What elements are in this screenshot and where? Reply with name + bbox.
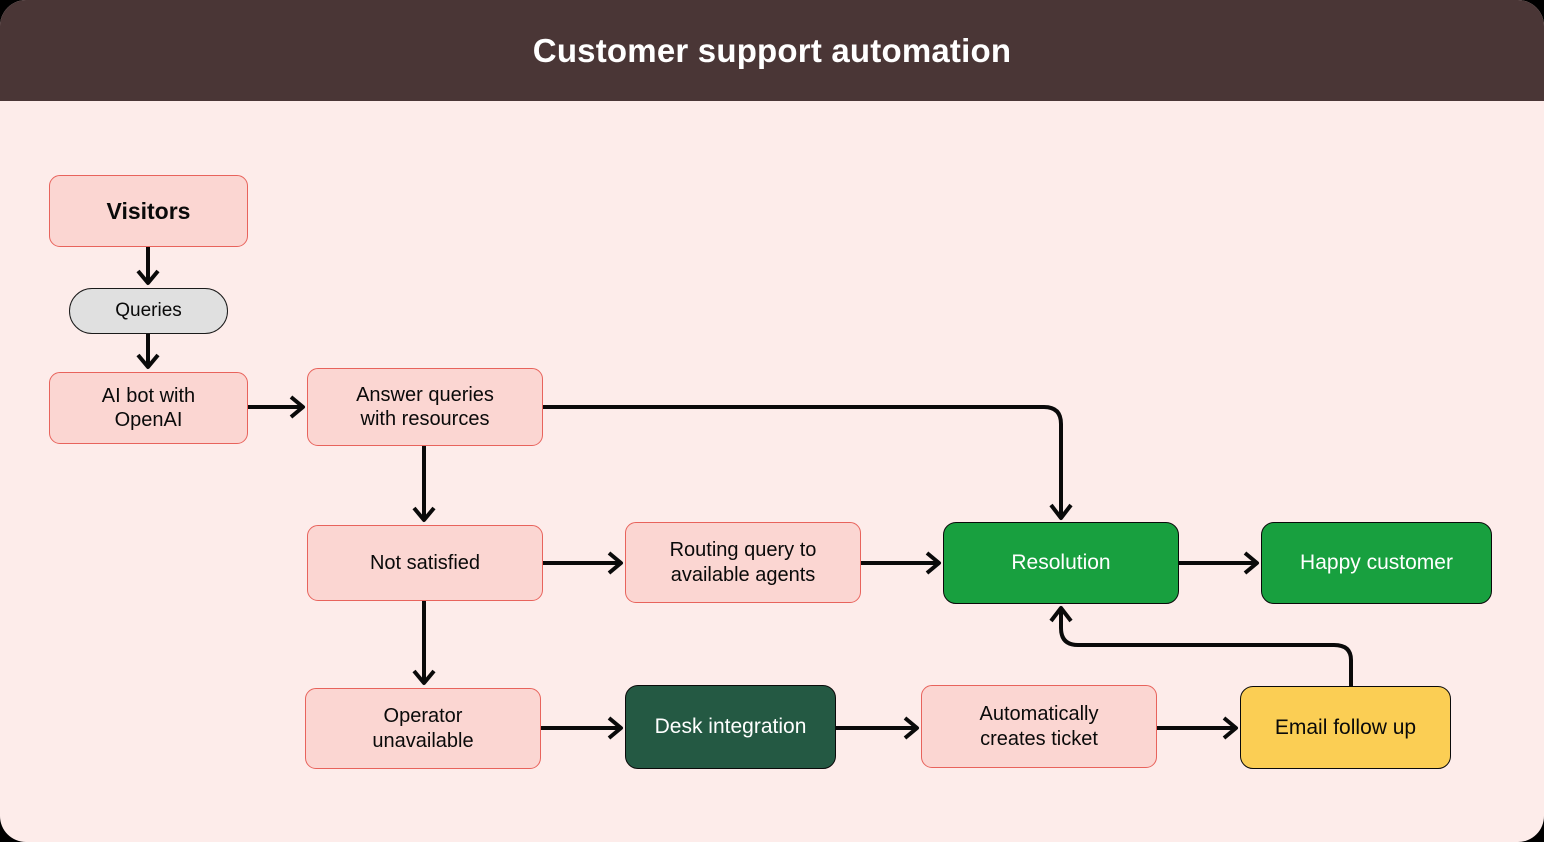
node-not-satisfied[interactable]: Not satisfied [307, 525, 543, 601]
node-answer-queries[interactable]: Answer queries with resources [307, 368, 543, 446]
arrowhead-answer-resolution [1049, 503, 1073, 520]
node-ai-bot[interactable]: AI bot with OpenAI [49, 372, 248, 444]
edge-layer [136, 247, 1353, 740]
node-desk-label: Desk integration [654, 715, 807, 739]
arrowhead-notsatisfied-operator [412, 669, 436, 685]
arrowhead-notsatisfied-routing [607, 551, 623, 575]
node-desk[interactable]: Desk integration [625, 685, 836, 769]
node-routing-query-label: Routing query to available agents [669, 539, 817, 586]
node-answer-queries-label: Answer queries with resources [356, 383, 494, 430]
node-operator[interactable]: Operator unavailable [305, 688, 541, 769]
node-happy-customer-label: Happy customer [1300, 551, 1453, 575]
edge-email-resolution [1059, 611, 1353, 686]
arrowhead-ticket-email [1222, 716, 1238, 740]
node-resolution-label: Resolution [1011, 551, 1111, 575]
node-happy-customer[interactable]: Happy customer [1261, 522, 1492, 604]
arrowhead-aibot-answer [289, 395, 305, 419]
node-visitors-label: Visitors [106, 197, 191, 224]
node-not-satisfied-label: Not satisfied [369, 551, 481, 574]
node-creates-ticket-label: Automatically creates ticket [979, 703, 1099, 750]
node-email-followup-label: Email follow up [1274, 715, 1417, 739]
node-operator-label: Operator unavailable [372, 705, 474, 752]
node-queries-label: Queries [115, 300, 182, 322]
arrowhead-queries-aibot [136, 353, 160, 369]
node-visitors[interactable]: Visitors [49, 175, 248, 247]
arrowhead-email-resolution [1049, 606, 1073, 623]
edge-answer-resolution [543, 405, 1063, 515]
node-resolution[interactable]: Resolution [943, 522, 1179, 604]
diagram-canvas: Visitors Queries AI bot with OpenAI Answ… [0, 101, 1544, 842]
arrowhead-routing-resolution [925, 551, 941, 575]
node-routing-query[interactable]: Routing query to available agents [625, 522, 861, 603]
node-queries[interactable]: Queries [69, 288, 228, 334]
arrowhead-answer-notsatisfied [412, 506, 436, 522]
arrowhead-operator-desk [607, 716, 623, 740]
arrowhead-visitors-queries [136, 269, 160, 285]
page-title: Customer support automation [532, 31, 1012, 69]
node-ai-bot-label: AI bot with OpenAI [101, 384, 196, 431]
page-header: Customer support automation [0, 0, 1544, 101]
arrowhead-resolution-happy [1243, 551, 1259, 575]
node-creates-ticket[interactable]: Automatically creates ticket [921, 685, 1157, 768]
arrowhead-desk-ticket [903, 716, 919, 740]
node-email-followup[interactable]: Email follow up [1240, 686, 1451, 769]
